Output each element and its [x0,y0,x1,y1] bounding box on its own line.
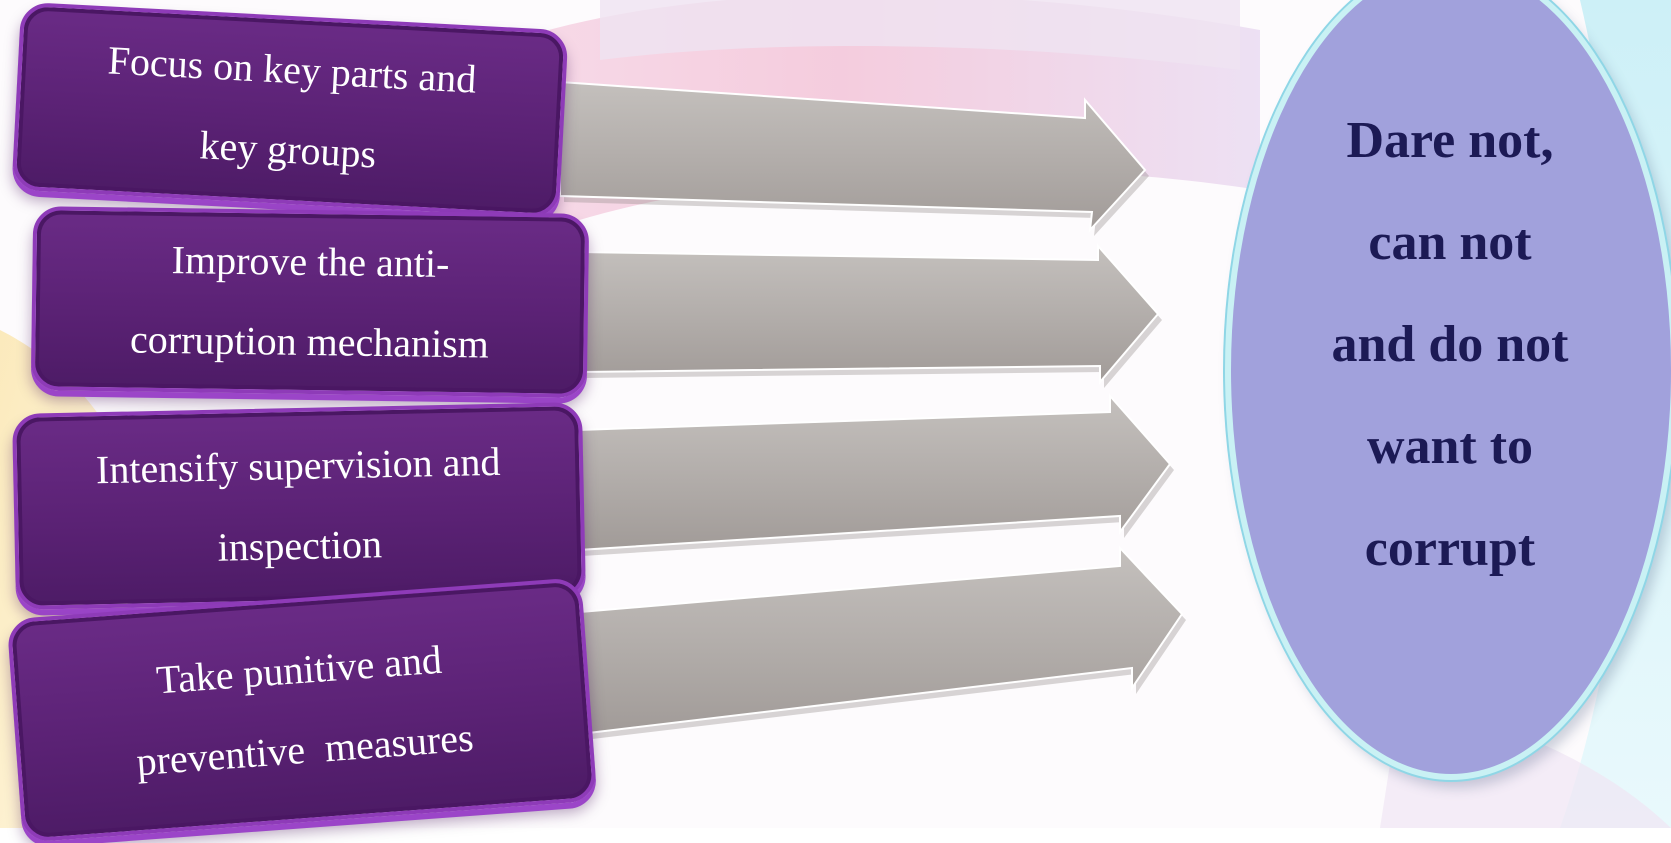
measure-box-text: Intensify supervision and inspection [95,422,503,590]
goal-line: and do not [1331,316,1569,373]
measure-box-line: corruption mechanism [129,316,490,367]
measure-box-line: Intensify supervision and [95,438,501,493]
arrow-2 [577,243,1162,388]
measure-box-key-parts: Focus on key parts and key groups [11,1,569,219]
measure-box-line: inspection [217,521,383,570]
goal-oval [1225,0,1671,780]
arrow-1 [559,80,1149,236]
arrow-3 [577,393,1174,556]
goal-line: Dare not, [1346,112,1554,169]
measure-box-punitive-preventive: Take punitive and preventive measures [6,577,598,843]
measure-box-text: Take punitive and preventive measures [128,618,476,802]
measure-box-anti-corruption-mechanism: Improve the anti- corruption mechanism [30,206,590,398]
measure-box-text: Focus on key parts and key groups [102,20,479,199]
arrow-4 [579,545,1186,740]
measure-box-supervision-inspection: Intensify supervision and inspection [12,402,586,610]
goal-line: corrupt [1364,520,1536,577]
measure-box-line: Improve the anti- [171,237,450,286]
goal-text: Dare not, can not and do not want to cor… [1280,90,1620,600]
goal-line: can not [1368,214,1532,271]
goal-line: want to [1366,418,1534,475]
measure-box-text: Improve the anti- corruption mechanism [129,220,490,385]
